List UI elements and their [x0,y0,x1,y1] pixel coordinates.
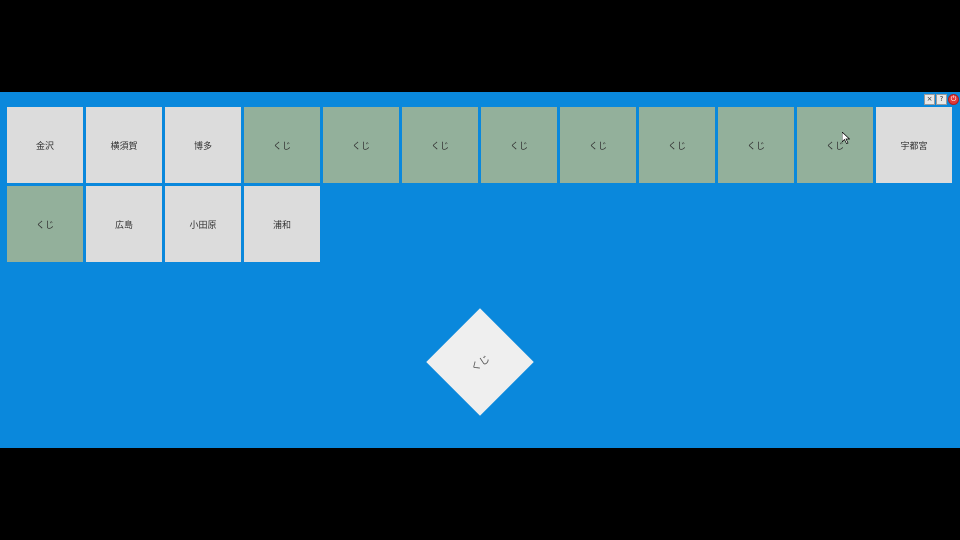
city-tile[interactable]: 金沢 [7,107,83,183]
tile-label: くじ [35,220,54,231]
tile-label: くじ [588,141,607,152]
tile-label: 博多 [193,141,212,152]
help-icon[interactable]: ? [936,94,947,105]
lottery-tile[interactable]: くじ [244,107,320,183]
tile-label: 金沢 [35,141,54,152]
city-tile[interactable]: 横須賀 [86,107,162,183]
tile-label: くじ [430,141,449,152]
lottery-tile[interactable]: くじ [7,186,83,262]
tile-label: 浦和 [272,220,291,231]
game-board: × ? ⏻ 金沢横須賀博多くじくじくじくじくじくじくじくじ宇都宮くじ広島小田原浦… [0,92,960,448]
draw-lot-button[interactable]: くじ [426,308,534,416]
tile-label: 広島 [114,220,133,231]
tile-label: 小田原 [189,220,217,231]
tile-label: くじ [272,141,291,152]
tile-label: くじ [825,141,844,152]
lottery-tile[interactable]: くじ [323,107,399,183]
tile-label: 横須賀 [110,141,138,152]
tile-label: 宇都宮 [900,141,928,152]
city-tile[interactable]: 小田原 [165,186,241,262]
lottery-tile[interactable]: くじ [560,107,636,183]
close-icon[interactable]: × [924,94,935,105]
city-tile[interactable]: 博多 [165,107,241,183]
lottery-tile[interactable]: くじ [402,107,478,183]
lottery-tile[interactable]: くじ [639,107,715,183]
lottery-tile[interactable]: くじ [718,107,794,183]
tile-label: くじ [667,141,686,152]
tile-label: くじ [509,141,528,152]
lottery-tile[interactable]: くじ [481,107,557,183]
city-tile[interactable]: 浦和 [244,186,320,262]
tile-label: くじ [351,141,370,152]
city-tile[interactable]: 広島 [86,186,162,262]
city-tile[interactable]: 宇都宮 [876,107,952,183]
lottery-tile[interactable]: くじ [797,107,873,183]
mouse-cursor-icon [841,129,851,148]
tile-label: くじ [746,141,765,152]
window-controls: × ? ⏻ [924,94,959,105]
draw-lot-label: くじ [469,353,493,374]
power-icon[interactable]: ⏻ [948,94,959,105]
